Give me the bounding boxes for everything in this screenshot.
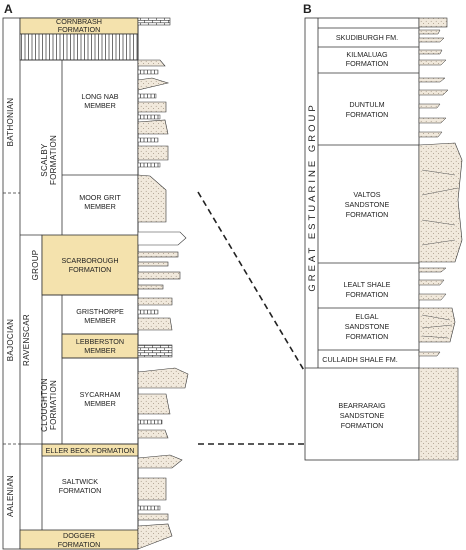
correlation-line-top bbox=[197, 191, 306, 373]
duntulm-label-1: DUNTULM bbox=[349, 100, 384, 109]
long-nab-label-1: LONG NAB bbox=[81, 92, 118, 101]
cornbrash-label-1: CORNBRASH bbox=[56, 17, 102, 26]
sycarham-label-2: MEMBER bbox=[84, 399, 116, 408]
sycarham-label-1: SYCARHAM bbox=[80, 390, 121, 399]
valtos-label-2: SANDSTONE bbox=[345, 200, 390, 209]
saltwick-label-1: SALTWICK bbox=[62, 477, 98, 486]
kilmaluag-label-2: FORMATION bbox=[346, 59, 389, 68]
scarborough-label-1: SCARBOROUGH bbox=[61, 256, 118, 265]
bearraraig-label-1: BEARRARAIG bbox=[338, 401, 386, 410]
lealt-label-1: LEALT SHALE bbox=[344, 280, 391, 289]
column-a: BATHONIAN BAJOCIAN AALENIAN RAVENSCAR GR… bbox=[2, 17, 139, 550]
cloughton-line1: CLOUGHTON bbox=[40, 378, 49, 432]
eller-beck-label: ELLER BECK FORMATION bbox=[46, 446, 135, 455]
bearraraig-label-2: SANDSTONE bbox=[340, 411, 385, 420]
stage-bajocian: BAJOCIAN bbox=[6, 319, 15, 361]
lealt-label-2: FORMATION bbox=[346, 290, 389, 299]
column-b: GREAT ESTUARINE GROUP SKUDIBURGH FM. KIL… bbox=[304, 17, 420, 461]
kilmaluag-label-1: KILMALUAG bbox=[346, 50, 388, 59]
long-nab-label-2: MEMBER bbox=[84, 101, 116, 110]
dogger-label-2: FORMATION bbox=[58, 540, 101, 549]
gristhorpe-label-1: GRISTHORPE bbox=[76, 307, 124, 316]
moor-grit-label-1: MOOR GRIT bbox=[79, 193, 121, 202]
scalby-line1: SCALBY bbox=[40, 143, 49, 177]
elgal-label-1: ELGAL bbox=[355, 312, 378, 321]
lithology-log-b bbox=[418, 17, 463, 461]
stage-bathonian: BATHONIAN bbox=[6, 98, 15, 147]
scarborough-label-2: FORMATION bbox=[69, 265, 112, 274]
lebberston-label-1: LEBBERSTON bbox=[76, 337, 124, 346]
great-estuarine-group: GREAT ESTUARINE GROUP bbox=[307, 102, 318, 291]
cloughton-line2: FORMATION bbox=[49, 380, 58, 430]
scalby-line2: FORMATION bbox=[49, 135, 58, 185]
panel-b-label: B bbox=[303, 2, 312, 16]
group-ravenscar-line2: GROUP bbox=[31, 250, 40, 281]
valtos-label-1: VALTOS bbox=[353, 190, 380, 199]
gristhorpe-label-2: MEMBER bbox=[84, 316, 116, 325]
saltwick-label-2: FORMATION bbox=[59, 486, 102, 495]
skudiburgh-label: SKUDIBURGH FM. bbox=[336, 33, 398, 42]
cornbrash-label-2: FORMATION bbox=[58, 25, 101, 34]
moor-grit-label-2: MEMBER bbox=[84, 202, 116, 211]
group-ravenscar-line1: RAVENSCAR bbox=[22, 314, 31, 366]
cullaidh-label: CULLAIDH SHALE FM. bbox=[322, 355, 398, 364]
lithology-log-a bbox=[137, 17, 189, 550]
dogger-label-1: DOGGER bbox=[63, 531, 95, 540]
duntulm-label-2: FORMATION bbox=[346, 110, 389, 119]
bearraraig-label-3: FORMATION bbox=[341, 421, 384, 430]
elgal-label-3: FORMATION bbox=[346, 332, 389, 341]
lebberston-label-2: MEMBER bbox=[84, 346, 116, 355]
elgal-label-2: SANDSTONE bbox=[345, 322, 390, 331]
panel-a-label: A bbox=[4, 2, 13, 16]
stage-aalenian: AALENIAN bbox=[6, 475, 15, 517]
valtos-label-3: FORMATION bbox=[346, 210, 389, 219]
